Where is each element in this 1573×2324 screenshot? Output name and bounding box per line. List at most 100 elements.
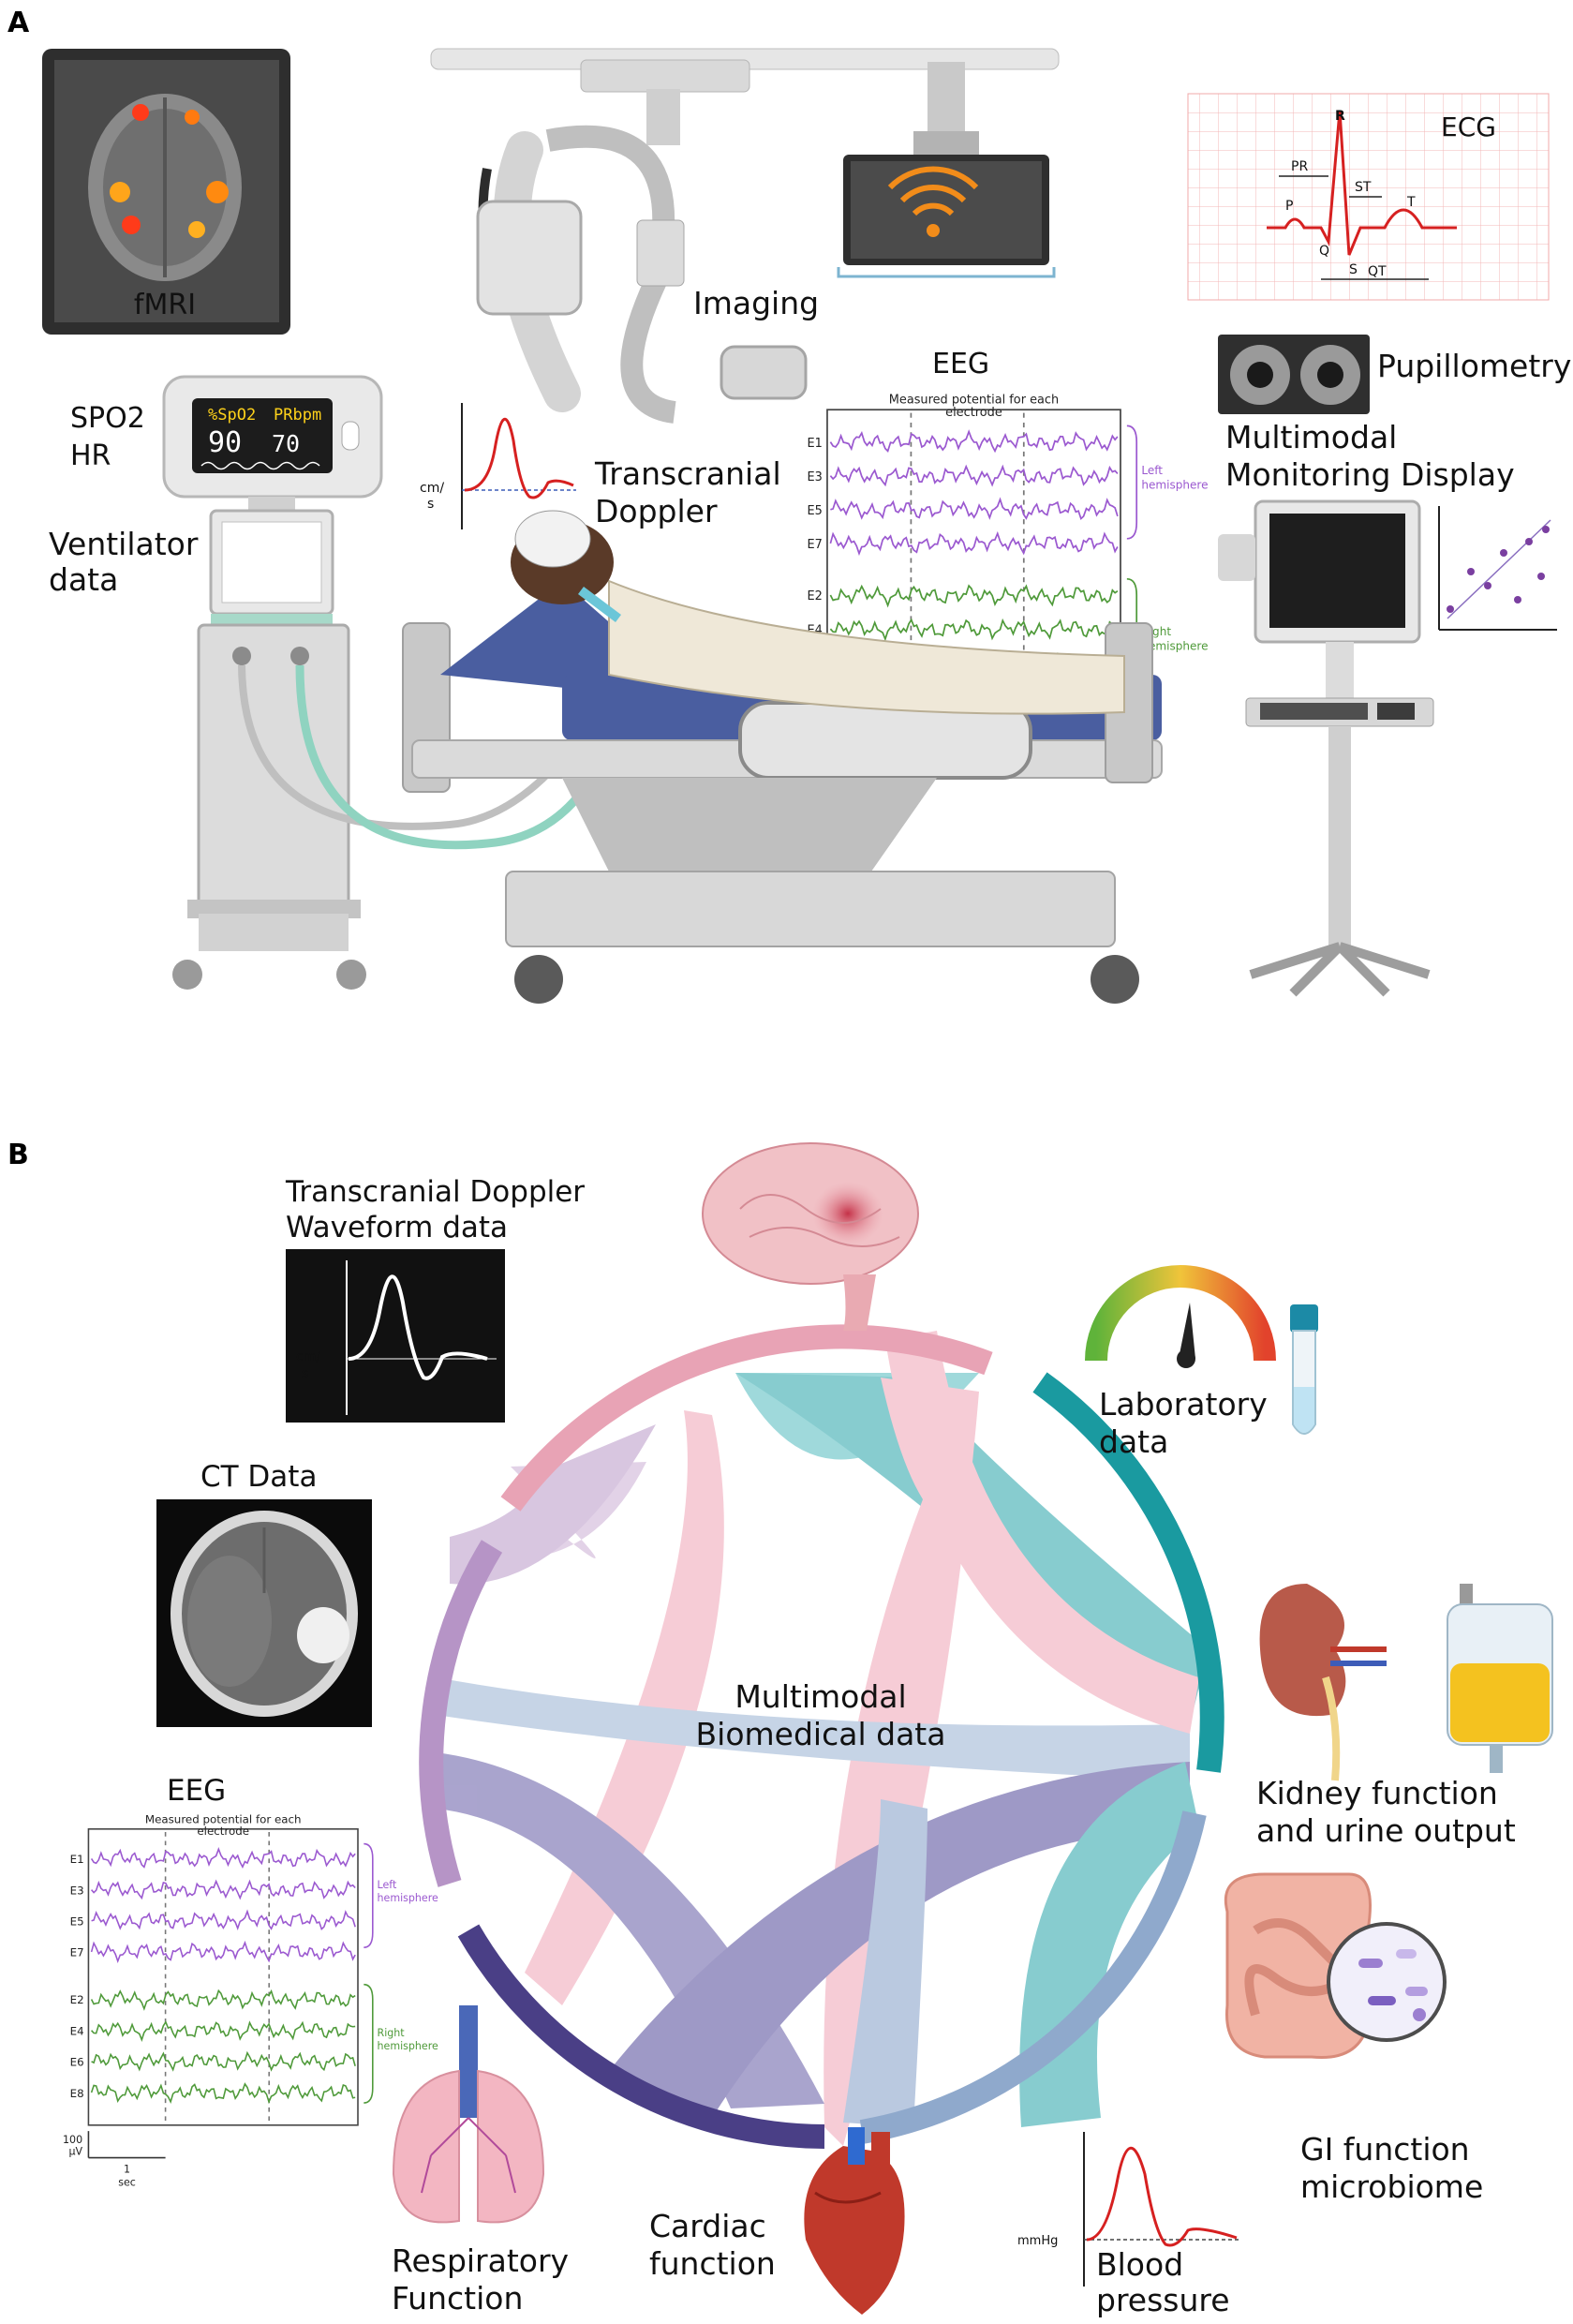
ecg-qt-interval: QT [1368,264,1387,279]
eeg-channel-E2: E2 [70,1993,84,2006]
gauge-icon [1085,1265,1276,1368]
multimodal-monitoring-display [1218,499,1434,997]
ribbon-pink-right [885,1331,1199,1734]
eeg-trace-E4 [829,618,1119,642]
mmd-label-line2: Monitoring Display [1225,456,1515,493]
panel-a-letter: A [7,7,30,39]
cardiac-label-line2: function [649,2245,776,2282]
tcd-label-b-line1: Transcranial Doppler [285,1175,585,1209]
eeg-title-line2: electrode [197,1825,249,1838]
pupillometry-device [1218,335,1370,414]
arc-cardiac-respiratory [457,1924,825,2149]
bp-label-line1: Blood [1096,2246,1183,2283]
panel-b-letter: B [7,1139,29,1171]
eeg-channel-E5: E5 [70,1915,84,1929]
fmri-monitor: fMRI [42,49,290,335]
tcd-unit-b-line1: cm/ [296,1349,320,1364]
spo2-label: SPO2 [70,402,145,435]
eeg-channel-E5: E5 [807,504,822,518]
chord-ribbons [436,1331,1209,2146]
tcd-unit-b-line2: s [302,1366,308,1381]
tcd-label-a-line2: Doppler [595,493,718,529]
imaging-label: Imaging [693,285,819,321]
eeg-trace-E1 [829,429,1119,454]
eeg-trace-E3 [90,1879,356,1900]
pulse-oximeter: %SpO2 PRbpm 90 70 [162,375,383,499]
eeg-trace-E8 [90,2082,356,2105]
ecg-label: ECG [1441,112,1496,142]
eeg-left-label-line1: Left [378,1879,397,1891]
eeg-channel-E3: E3 [807,470,822,484]
urine-bag-icon [1447,1584,1553,1773]
test-tube-icon [1290,1304,1318,1435]
ecg-wave-t: T [1406,195,1416,210]
oximeter-spo2-label: %SpO2 [208,406,256,425]
arc-kidney-gi [859,1810,1207,2144]
eeg-label-a: EEG [932,348,989,380]
ecg-panel: ECG R P Q S T PR ST QT [1187,93,1550,301]
eeg-trace-E5 [830,497,1119,521]
ribbon-steel-down [843,1799,927,2127]
eeg-channel-E4: E4 [70,2024,84,2037]
tcd-waveform-a: cm/ s [420,403,576,529]
ecg-wave-s: S [1349,262,1358,277]
arc-laboratory [1032,1372,1224,1773]
eeg-trace-E4 [91,2020,356,2042]
c-arm-imaging-device [430,48,1060,424]
kidney-label-line2: and urine output [1256,1812,1516,1849]
arc-eeg-ct [419,1540,503,1887]
cardiac-label-line1: Cardiac [649,2208,766,2244]
ecg-wave-p: P [1285,199,1293,214]
eeg-label-b: EEG [167,1774,226,1808]
eeg-channel-E8: E8 [70,2087,84,2100]
eeg-channel-E1: E1 [807,437,822,451]
hospital-bed [402,510,1163,1004]
arc-brain [500,1324,993,1512]
oximeter-pr-label: PRbpm [274,406,321,425]
ribbon-navy-right [609,1762,1190,2118]
eeg-right-label-line2: hemisphere [1141,639,1208,652]
eeg-inner: Measured potential for eachelectrodeE1E3… [63,1812,438,2188]
eeg-title-line1: Measured potential for each [889,393,1059,407]
ribbon-steel-mid [436,1677,1190,1780]
eeg-channel-E3: E3 [70,1884,84,1897]
ventilator-label-line1: Ventilator [49,526,199,562]
eeg-scale-voltage: 100 [63,2134,82,2146]
tcd-unit-a-line1: cm/ [420,481,444,496]
eeg-right-label-line2: hemisphere [378,2040,438,2052]
lungs-illustration [392,2005,545,2224]
ecg-wave-q: Q [1319,244,1329,259]
eeg-title-line2: electrode [945,406,1002,420]
eeg-trace-E5 [91,1909,356,1931]
eeg-trace-E6 [91,2050,356,2072]
eeg-trace-E3 [829,464,1119,487]
ecg-wave-r: R [1335,109,1345,124]
eeg-title-line1: Measured potential for each [145,1812,302,1825]
laboratory-label-line2: data [1099,1423,1168,1460]
hr-label: HR [70,439,111,472]
ribbon-lilac-small [450,1424,656,1585]
eeg-plot-b: Measured potential for eachelectrodeE1E3… [63,1812,438,2188]
ct-label: CT Data [200,1460,317,1494]
blood-pressure-waveform: mmHg [1017,2132,1241,2287]
eeg-scale-time: 1 [124,2163,130,2175]
microbiome-icon [1327,1922,1447,2042]
eeg-scale-time-unit: sec [118,2177,136,2189]
eeg-trace-E1 [90,1847,356,1870]
brain-illustration [702,1142,919,1331]
chord-center-line2: Biomedical data [696,1716,946,1752]
eeg-left-label-line2: hemisphere [1141,478,1208,491]
tcd-waveform-b: cm/ s [286,1249,505,1423]
eeg-channel-E6: E6 [70,2056,84,2069]
respiratory-label-line1: Respiratory [392,2242,569,2279]
ecg-pr-interval: PR [1291,159,1308,174]
scatter-plot-icon [1438,506,1557,631]
chord-outer-arcs [419,1324,1224,2149]
ecg-st-segment: ST [1355,180,1372,195]
mmd-label-line1: Multimodal [1225,419,1397,455]
eeg-channel-E1: E1 [70,1853,84,1866]
tcd-unit-a-line2: s [427,497,434,512]
eeg-left-label-line1: Left [1141,464,1163,477]
oximeter-pr-value: 70 [272,430,300,457]
